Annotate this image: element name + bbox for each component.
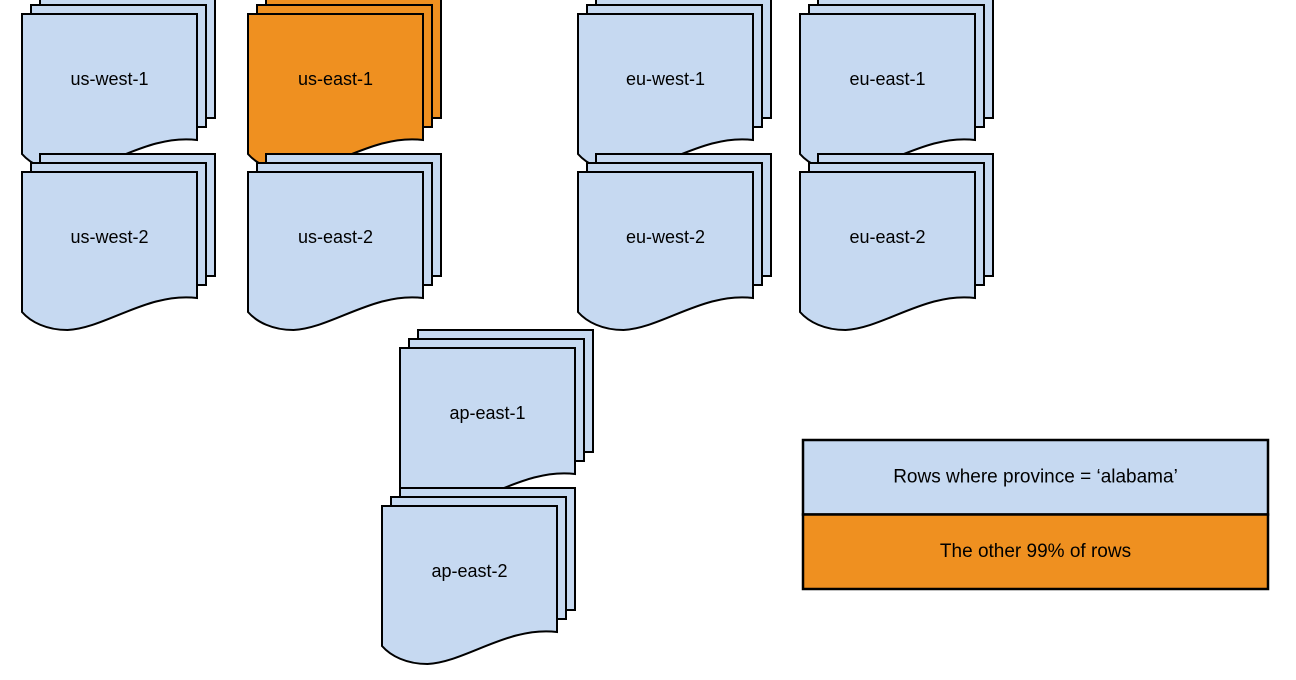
legend-row-blue: Rows where province = ‘alabama’: [801, 438, 1270, 516]
legend-label: The other 99% of rows: [940, 541, 1131, 562]
region-stack-label: us-east-1: [298, 69, 373, 89]
legend: Rows where province = ‘alabama’ The other…: [801, 438, 1270, 591]
region-stack-eu-west-2[interactable]: eu-west-2: [577, 153, 772, 332]
stack-sheet-front: [247, 171, 424, 332]
region-stack-us-west-1[interactable]: us-west-1: [21, 0, 216, 174]
region-stack-label: us-east-2: [298, 227, 373, 247]
legend-label: Rows where province = ‘alabama’: [893, 466, 1178, 487]
region-stack-ap-east-1[interactable]: ap-east-1: [399, 329, 594, 508]
region-stack-ap-east-2[interactable]: ap-east-2: [381, 487, 576, 666]
region-stack-label: eu-east-2: [849, 227, 925, 247]
legend-row-orange: The other 99% of rows: [801, 513, 1270, 591]
region-stack-label: eu-west-2: [626, 227, 705, 247]
stack-sheet-front: [399, 347, 576, 508]
stack-sheet-front: [21, 13, 198, 174]
stack-sheet-front: [799, 13, 976, 174]
region-stack-label: us-west-2: [70, 227, 148, 247]
legend-swatch-blue: [801, 438, 1270, 516]
stack-sheet-front: [799, 171, 976, 332]
region-stack-us-east-1[interactable]: us-east-1: [247, 0, 442, 174]
region-stack-label: eu-east-1: [849, 69, 925, 89]
stack-sheet-front: [381, 505, 558, 666]
region-stack-label: us-west-1: [70, 69, 148, 89]
stack-sheet-front: [577, 171, 754, 332]
region-stack-eu-east-1[interactable]: eu-east-1: [799, 0, 994, 174]
region-stack-label: eu-west-1: [626, 69, 705, 89]
region-stack-eu-west-1[interactable]: eu-west-1: [577, 0, 772, 174]
stack-sheet-front: [247, 13, 424, 174]
region-stacks-layer: us-west-1 us-east-1 eu-west-1 eu-east-1 us-w…: [21, 0, 994, 666]
stack-sheet-front: [21, 171, 198, 332]
region-stack-label: ap-east-1: [449, 403, 525, 423]
region-stack-us-west-2[interactable]: us-west-2: [21, 153, 216, 332]
stack-sheet-front: [577, 13, 754, 174]
region-stack-label: ap-east-2: [431, 561, 507, 581]
region-stack-eu-east-2[interactable]: eu-east-2: [799, 153, 994, 332]
region-stack-us-east-2[interactable]: us-east-2: [247, 153, 442, 332]
legend-swatch-orange: [801, 513, 1270, 591]
